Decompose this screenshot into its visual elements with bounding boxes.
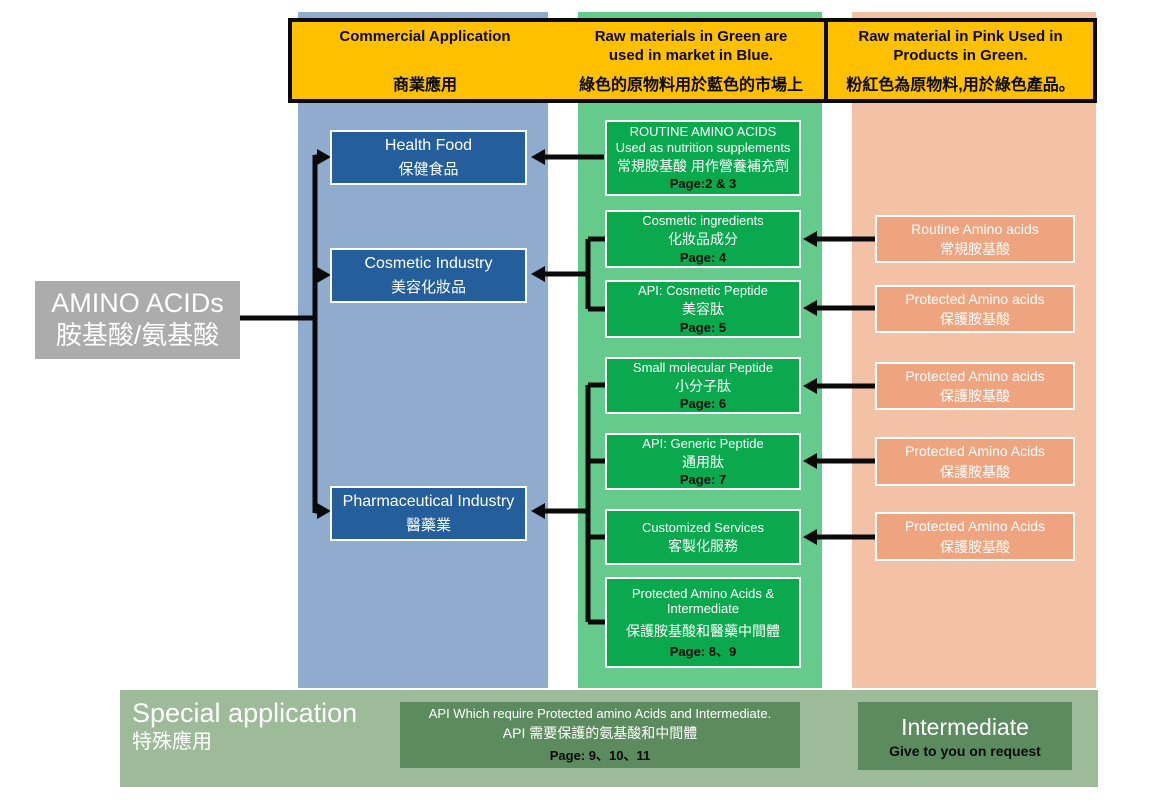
root-title: AMINO ACIDs [51, 287, 224, 318]
blue-column-bg [298, 12, 548, 688]
node-title: Pharmaceutical Industry [342, 492, 515, 510]
node-subtitle: 小分子肽 [675, 377, 731, 394]
node-title: Customized Services [641, 519, 765, 535]
node-subtitle: 美容肽 [682, 301, 724, 318]
node-small-molecular-peptide: Small molecular Peptide 小分子肽 Page: 6 [605, 357, 801, 414]
node-subtitle: 保護胺基酸 [940, 311, 1010, 328]
footer-title-text: Special application [132, 698, 358, 728]
node-health-food: Health Food 保健食品 [330, 130, 527, 185]
node-title: Small molecular Peptide [632, 359, 774, 375]
legend-green-materials: Raw materials in Green are used in marke… [558, 22, 824, 99]
legend-title: Raw material in Pink Used in Products in… [858, 28, 1063, 64]
node-title: Protected Amino Acids [904, 518, 1046, 535]
node-raw-protected-amino-acids-2: Protected Amino acids 保護胺基酸 [875, 362, 1075, 410]
node-title: API: Generic Peptide [642, 435, 764, 451]
legend-subtitle: 粉紅色為原物料,用於綠色產品。 [846, 77, 1075, 95]
node-cosmetic-ingredients: Cosmetic ingredients 化妝品成分 Page: 4 [605, 210, 801, 268]
node-title: Protected Amino acids [905, 290, 1045, 307]
node-title: API: Cosmetic Peptide [637, 283, 769, 299]
node-subtitle: 保健食品 [398, 160, 459, 178]
node-protected-amino-acids-intermediate: Protected Amino Acids & Intermediate 保護胺… [605, 577, 801, 668]
node-subtitle: 保護胺基酸 [940, 538, 1010, 555]
node-subtitle: 保護胺基酸 [940, 463, 1010, 480]
node-raw-routine-amino-acids: Routine Amino acids 常規胺基酸 [875, 215, 1075, 263]
node-page: Page: 8、9 [669, 643, 737, 659]
node-api-cosmetic-peptide: API: Cosmetic Peptide 美容肽 Page: 5 [605, 280, 801, 338]
legend-banner-right: Raw material in Pink Used in Products in… [824, 18, 1097, 103]
node-page: Page: 6 [679, 396, 727, 412]
node-cosmetic-industry: Cosmetic Industry 美容化妝品 [330, 248, 527, 303]
node-subtitle: 醫藥業 [405, 516, 451, 534]
node-raw-protected-amino-acids-1: Protected Amino acids 保護胺基酸 [875, 285, 1075, 333]
node-page: Page:2 & 3 [669, 176, 737, 192]
node-subtitle: 常規胺基酸 用作營養補充劑 [617, 158, 789, 175]
node-subtitle: 化妝品成分 [668, 231, 738, 248]
node-subtitle: 常規胺基酸 [940, 241, 1010, 258]
intermediate-title: Intermediate [901, 713, 1029, 740]
node-subtitle: 客製化服務 [668, 538, 738, 555]
node-page: Page: 4 [679, 249, 727, 265]
legend-subtitle: 商業應用 [392, 77, 457, 95]
node-title: Health Food [384, 136, 473, 154]
legend-commercial-application: Commercial Application 商業應用 [292, 22, 558, 99]
intermediate-box: Intermediate Give to you on request [858, 702, 1072, 770]
legend-title: Commercial Application [339, 28, 511, 45]
node-title: ROUTINE AMINO ACIDS Used as nutrition su… [615, 124, 791, 155]
legend-subtitle: 綠色的原物料用於藍色的市場上 [578, 77, 803, 95]
node-pharmaceutical-industry: Pharmaceutical Industry 醫藥業 [330, 486, 527, 541]
node-title: Protected Amino acids [905, 367, 1045, 384]
node-title: Cosmetic ingredients [642, 213, 764, 229]
node-subtitle: 美容化妝品 [390, 278, 466, 296]
api-protected-box: API Which require Protected amino Acids … [400, 702, 800, 768]
node-page: Page: 5 [679, 319, 727, 335]
footer-subtitle-text: 特殊應用 [132, 731, 212, 754]
api-box-page: Page: 9、10、11 [549, 748, 651, 763]
node-subtitle: 通用肽 [682, 453, 724, 470]
node-title: Routine Amino acids [911, 220, 1039, 237]
legend-banner-left: Commercial Application 商業應用 Raw material… [288, 18, 828, 103]
legend-title: Raw materials in Green are used in marke… [594, 28, 788, 64]
node-routine-amino-acids: ROUTINE AMINO ACIDS Used as nutrition su… [605, 120, 801, 196]
node-raw-protected-amino-acids-4: Protected Amino Acids 保護胺基酸 [875, 512, 1075, 561]
special-application-title: Special application 特殊應用 [132, 698, 357, 755]
legend-pink-materials: Raw material in Pink Used in Products in… [828, 22, 1093, 99]
node-subtitle: 保護胺基酸 [940, 388, 1010, 405]
intermediate-subtitle: Give to you on request [889, 742, 1041, 759]
node-customized-services: Customized Services 客製化服務 [605, 509, 801, 565]
node-title: Protected Amino Acids [904, 443, 1046, 460]
node-raw-protected-amino-acids-3: Protected Amino Acids 保護胺基酸 [875, 437, 1075, 486]
node-title: Protected Amino Acids & Intermediate [631, 585, 775, 617]
node-api-generic-peptide: API: Generic Peptide 通用肽 Page: 7 [605, 433, 801, 490]
pink-column-bg [852, 12, 1096, 688]
node-subtitle: 保護胺基酸和醫藥中間體 [626, 622, 780, 639]
node-page: Page: 7 [679, 472, 727, 488]
api-box-line1: API Which require Protected amino Acids … [428, 706, 772, 721]
api-box-line2: API 需要保護的氨基酸和中間體 [502, 725, 698, 741]
amino-acids-root-node: AMINO ACIDs 胺基酸/氨基酸 [35, 281, 240, 359]
node-title: Cosmetic Industry [364, 254, 493, 272]
root-subtitle: 胺基酸/氨基酸 [55, 320, 220, 351]
